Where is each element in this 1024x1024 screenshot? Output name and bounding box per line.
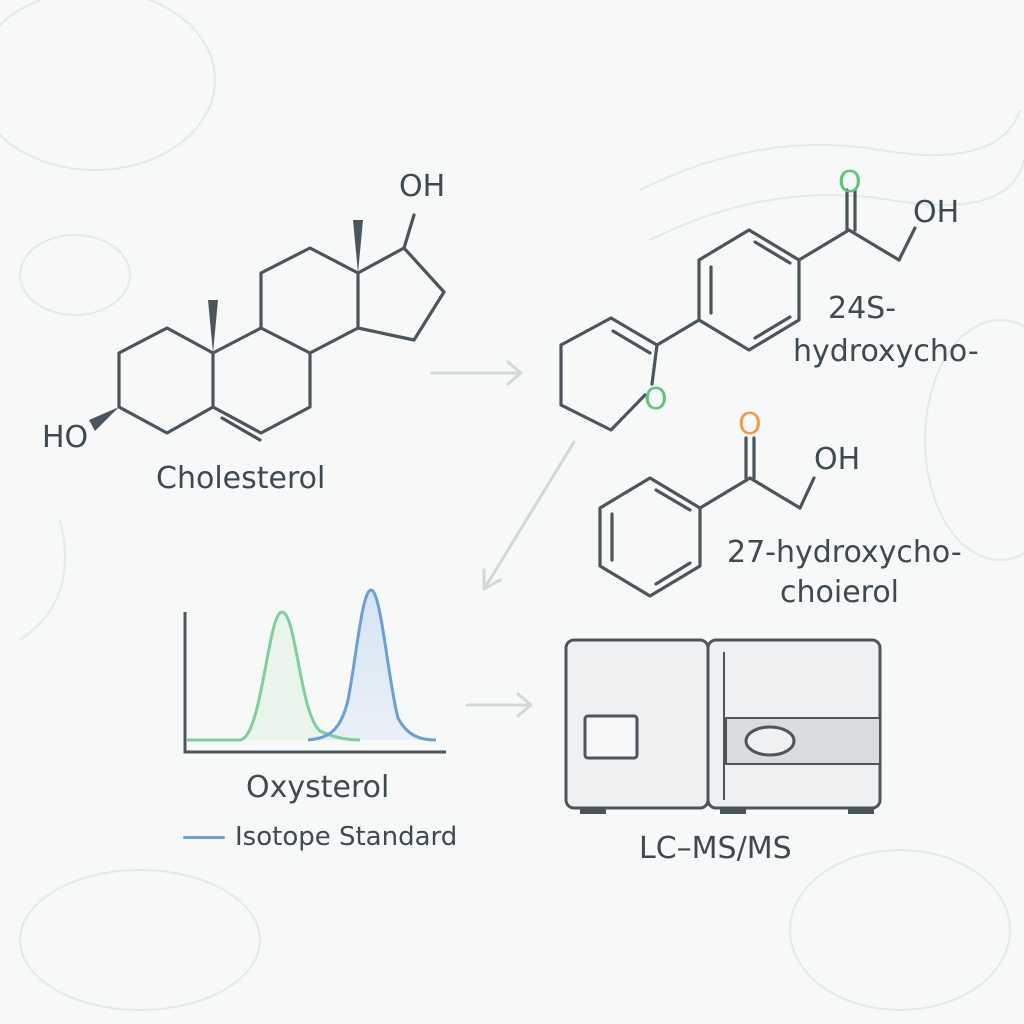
chromatogram bbox=[183, 588, 446, 754]
atom-oh-label: OH bbox=[913, 195, 960, 230]
cholesterol-label: Cholesterol bbox=[156, 461, 326, 496]
product-24s-structure bbox=[559, 188, 917, 432]
blue-peak-line bbox=[307, 588, 437, 742]
product-24s-label-line2: hydroxycho- bbox=[793, 334, 979, 369]
legend-swatch-blue bbox=[183, 835, 225, 839]
legend: Isotope Standard bbox=[183, 822, 457, 852]
oxysterol-label: Oxysterol bbox=[246, 770, 390, 805]
blue-peak-fill bbox=[308, 590, 436, 740]
lcms-label: LC–MS/MS bbox=[639, 831, 792, 866]
product-27-label-line2: choierol bbox=[780, 575, 900, 610]
lc-ms-instrument-icon bbox=[564, 638, 882, 814]
product-27-label-line1: 27-hydroxycho- bbox=[727, 535, 962, 570]
product-27-structure bbox=[598, 436, 816, 598]
flow-arrow-icon bbox=[430, 360, 576, 718]
atom-oh-label: OH bbox=[814, 442, 861, 477]
atom-ho-label: HO bbox=[42, 420, 89, 455]
chromatogram-axes bbox=[183, 612, 446, 754]
methyl-wedge-1 bbox=[208, 300, 218, 353]
atom-oh-label: OH bbox=[399, 169, 446, 204]
hydroxyl-wedge bbox=[89, 407, 119, 431]
cholesterol-structure bbox=[117, 213, 446, 442]
atom-ketone-o-orange: O bbox=[738, 407, 762, 442]
atom-ring-oxygen: O bbox=[644, 382, 668, 417]
legend-isotope-standard: Isotope Standard bbox=[235, 822, 458, 852]
green-peak-fill bbox=[187, 612, 360, 740]
green-peak-line bbox=[187, 610, 361, 742]
atom-ketone-o-green: O bbox=[838, 165, 862, 200]
product-24s-label-line1: 24S- bbox=[828, 291, 897, 326]
methyl-wedge-2 bbox=[353, 220, 363, 273]
